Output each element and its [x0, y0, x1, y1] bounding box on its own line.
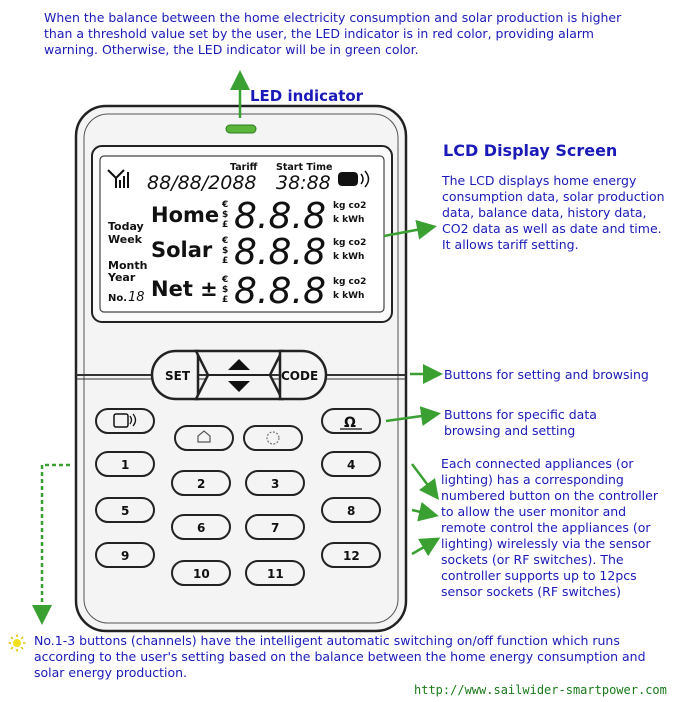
numbered-keys: 1 2 3 4 5 6 7 8 9 10 11 12	[95, 451, 381, 586]
lcd-tariff: Tariff	[230, 162, 258, 173]
key-11[interactable]	[245, 560, 305, 586]
specific-buttons-note: Buttons for specific data browsing and s…	[444, 407, 597, 438]
lcd-time: 38:88	[276, 172, 331, 194]
svg-text:$: $	[222, 210, 228, 220]
key-9-label: 9	[121, 549, 129, 563]
annotation-arrows	[32, 70, 443, 625]
lcd-no-value: 18	[128, 290, 145, 305]
lcd-row-net-unit-bottom: k kWh	[333, 291, 364, 301]
sun-key-icon	[266, 431, 280, 445]
svg-text:£: £	[222, 256, 228, 266]
lcd-row-solar-unit-top: kg co2	[333, 238, 366, 248]
code-button-label: CODE	[281, 369, 318, 383]
key-7-label: 7	[271, 521, 279, 535]
led-behaviour-note: When the balance between the home electr…	[44, 10, 622, 57]
key-3-label: 3	[271, 477, 279, 491]
set-button-label: SET	[165, 369, 191, 383]
key-10[interactable]	[171, 560, 231, 586]
svg-text:$: $	[222, 246, 228, 256]
key4-arrow	[411, 463, 439, 500]
lcd-row-home-digits: 8.8.8	[234, 196, 326, 237]
home-info-key[interactable]	[174, 425, 234, 451]
code-button[interactable]	[278, 349, 328, 401]
svg-text:£: £	[222, 220, 228, 230]
lcd-date: 88/88/2088	[147, 172, 257, 194]
key-1[interactable]	[95, 451, 155, 477]
omega-key-label: Ω	[344, 415, 356, 431]
lcd-arrow	[383, 219, 437, 240]
key-9[interactable]	[95, 542, 155, 568]
svg-text:£: £	[222, 295, 228, 305]
lcd-row-net-digits: 8.8.8	[234, 271, 326, 312]
down-arrow-icon	[228, 381, 250, 392]
key-6[interactable]	[171, 514, 231, 540]
key-1-label: 1	[121, 458, 129, 472]
lcd-row-net-unit-top: kg co2	[333, 277, 366, 287]
lcd-display-title: LCD Display Screen	[443, 141, 618, 160]
set-button[interactable]	[150, 349, 200, 401]
key1-arrow	[32, 463, 70, 625]
key-4[interactable]	[321, 451, 381, 477]
lcd-no-label: No.	[108, 293, 127, 304]
key-6-label: 6	[197, 521, 205, 535]
key-11-label: 11	[267, 567, 284, 581]
lcd-row-solar-digits: 8.8.8	[234, 232, 326, 273]
lcd-row-home-unit-top: kg co2	[333, 201, 366, 211]
led-indicator	[225, 124, 257, 134]
svg-text:$: $	[222, 285, 228, 295]
signal-icon	[107, 169, 129, 188]
lcd-week: Week	[108, 233, 143, 246]
key-2-label: 2	[197, 477, 205, 491]
key-12[interactable]	[321, 542, 381, 568]
specific-arrow	[385, 406, 441, 426]
key-3[interactable]	[245, 470, 305, 496]
svg-text:€: €	[221, 236, 228, 246]
key-5-label: 5	[121, 504, 129, 518]
key-12-label: 12	[343, 549, 360, 563]
lcd-row-solar-label: Solar	[151, 238, 213, 262]
key-2[interactable]	[171, 470, 231, 496]
lcd-screen	[99, 155, 385, 313]
svg-text:€: €	[221, 275, 228, 285]
auto-switch-note: No.1-3 buttons (channels) have the intel…	[34, 633, 646, 680]
lcd-row-home-unit-bottom: k kWh	[333, 215, 364, 225]
lcd-year: Year	[107, 271, 136, 284]
lcd-description: The LCD displays home energy consumption…	[442, 173, 665, 252]
lcd-month: Month	[108, 259, 147, 272]
svg-text:€: €	[221, 200, 228, 210]
omega-key[interactable]	[321, 408, 381, 434]
sun-icon	[8, 634, 26, 652]
lcd-row-home-label: Home	[151, 203, 219, 227]
lcd-row-net-label: Net ±	[151, 277, 218, 301]
home-icon	[197, 430, 211, 443]
key-10-label: 10	[193, 567, 210, 581]
speaker-key[interactable]	[95, 408, 155, 434]
led-indicator-label: LED indicator	[250, 87, 364, 105]
appliance-buttons-note: Each connected appliances (or lighting) …	[441, 456, 658, 599]
key12-arrow	[411, 537, 441, 557]
nav-buttons[interactable]	[193, 349, 285, 401]
key-8[interactable]	[321, 497, 381, 523]
key-4-label: 4	[347, 458, 355, 472]
speaker-icon	[338, 170, 370, 188]
lcd-row-solar-unit-bottom: k kWh	[333, 252, 364, 262]
browse-buttons-note: Buttons for setting and browsing	[444, 367, 649, 382]
currency-symbols: €$£ €$£ €$£	[221, 200, 228, 305]
solar-key[interactable]	[243, 425, 303, 451]
website-url: http://www.sailwider-smartpower.com	[414, 683, 667, 697]
key-5[interactable]	[95, 497, 155, 523]
key-8-label: 8	[347, 504, 355, 518]
lcd-today: Today	[108, 220, 144, 233]
speaker-key-icon	[113, 413, 129, 428]
key8-arrow	[411, 501, 439, 522]
up-arrow-icon	[228, 359, 250, 370]
key-7[interactable]	[245, 514, 305, 540]
lcd-start-time-label: Start Time	[276, 162, 332, 173]
